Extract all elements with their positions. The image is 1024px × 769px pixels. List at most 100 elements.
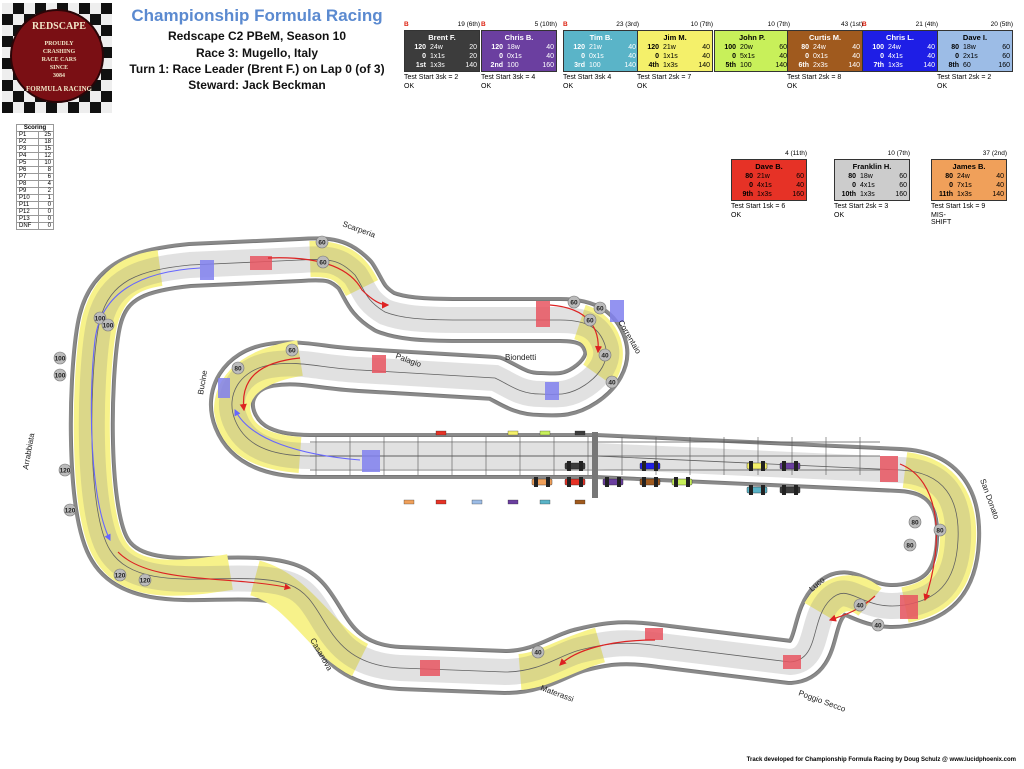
driver-stat-cell: 40 bbox=[796, 182, 804, 189]
driver-stat-cell: 80 bbox=[745, 173, 753, 180]
driver-stat-cell: 20w bbox=[740, 44, 753, 51]
driver-stat-cell: 0 bbox=[949, 182, 953, 189]
driver-stat-cell: 80 bbox=[945, 173, 953, 180]
brake-zone bbox=[536, 301, 550, 327]
speed-marker-dot bbox=[231, 361, 245, 375]
corner-label: San Donato bbox=[978, 478, 1001, 521]
speed-marker: 60 bbox=[567, 295, 581, 309]
racing-line bbox=[117, 551, 292, 591]
logo-text: RACE CARS bbox=[41, 57, 77, 63]
speed-marker-dot bbox=[53, 351, 67, 365]
speed-marker-value: 100 bbox=[95, 316, 106, 323]
driver-stat-cell: 60 bbox=[779, 44, 787, 51]
race-car bbox=[746, 485, 768, 495]
speed-marker: 60 bbox=[316, 255, 330, 269]
driver-stat-cell: 0 bbox=[749, 182, 753, 189]
test-start: Test Start 3sk = 4 bbox=[481, 74, 536, 81]
test-start: Test Start 2sk = 2 bbox=[937, 74, 992, 81]
car-wheel bbox=[534, 477, 538, 487]
corner-label: Scarperia bbox=[341, 219, 377, 239]
driver-stat-cell: 6th bbox=[798, 62, 810, 69]
racing-line bbox=[828, 595, 876, 622]
finish-line bbox=[592, 432, 598, 498]
driver-stat-cell: 24w bbox=[430, 44, 443, 51]
brake-zone bbox=[900, 595, 918, 619]
driver-stat-cell: 10th bbox=[841, 191, 856, 198]
speed-marker: 40 bbox=[531, 645, 545, 659]
pit-car-body bbox=[574, 430, 586, 436]
start-result: MIS-SHIFT bbox=[931, 212, 952, 226]
race-car bbox=[779, 461, 801, 471]
car-wheel bbox=[642, 477, 646, 487]
racing-line bbox=[899, 463, 938, 602]
speed-marker-dot bbox=[316, 255, 330, 269]
car-wheel bbox=[686, 477, 690, 487]
driver-stat-cell: 5th bbox=[725, 62, 737, 69]
start-result: OK bbox=[404, 83, 415, 90]
test-start: Test Start 3sk = 2 bbox=[404, 74, 459, 81]
speed-marker: 120 bbox=[138, 573, 152, 587]
speed-marker-dot bbox=[903, 538, 917, 552]
driver-points: 23 (3rd) bbox=[616, 21, 639, 28]
speed-marker-value: 60 bbox=[288, 348, 296, 355]
speed-marker-dot bbox=[138, 573, 152, 587]
driver-stat-cell: 3rd bbox=[574, 62, 585, 69]
driver-stat-cell: 2x3s bbox=[813, 62, 828, 69]
driver-stat-cell: 1x1s bbox=[663, 53, 678, 60]
driver-stat-cell: 0 bbox=[880, 53, 884, 60]
season-line: Redscape C2 PBeM, Season 10 bbox=[167, 29, 347, 43]
race-car bbox=[602, 477, 624, 487]
speed-marker-dot bbox=[315, 235, 329, 249]
corner-zone bbox=[249, 560, 369, 677]
driver-stat-cell: 140 bbox=[848, 62, 860, 69]
driver-stat-cell: 100 bbox=[740, 62, 752, 69]
driver-stat-cell: 1st bbox=[415, 62, 426, 69]
pit-car bbox=[435, 430, 447, 436]
corner-label: Poggio Secco bbox=[797, 688, 847, 714]
logo-text: REDSCAPE bbox=[32, 21, 86, 32]
speed-marker: 80 bbox=[903, 538, 917, 552]
start-result: OK bbox=[563, 83, 574, 90]
speed-marker-value: 40 bbox=[534, 650, 542, 657]
speed-marker: 120 bbox=[63, 503, 77, 517]
driver-stat-cell: 40 bbox=[628, 44, 636, 51]
speed-marker-value: 40 bbox=[601, 353, 609, 360]
scoring-points: 0 bbox=[38, 222, 54, 230]
car-wheel bbox=[617, 477, 621, 487]
driver-stat-cell: 140 bbox=[624, 62, 636, 69]
start-grid bbox=[310, 432, 880, 498]
pit-car-body bbox=[507, 430, 519, 436]
driver-stat-cell: 60 bbox=[899, 173, 907, 180]
speed-marker-dot bbox=[583, 313, 597, 327]
driver-stat-cell: 24w bbox=[888, 44, 901, 51]
driver-stat-cell: 40 bbox=[852, 53, 860, 60]
driver-name: Brent F. bbox=[428, 33, 456, 42]
driver-flag: B bbox=[563, 21, 568, 28]
driver-stat-cell: 140 bbox=[698, 62, 710, 69]
driver-points: 43 (1st) bbox=[840, 21, 863, 28]
driver-stat-cell: 1x3s bbox=[757, 191, 772, 198]
logo-text: CRASHING bbox=[42, 49, 76, 55]
logo-text: FORMULA RACING bbox=[26, 85, 92, 93]
driver-flag: B bbox=[404, 21, 409, 28]
driver-stat-cell: 7th bbox=[873, 62, 885, 69]
driver-stat-cell: 100 bbox=[507, 62, 519, 69]
speed-marker-dot bbox=[567, 295, 581, 309]
driver-name: Chris L. bbox=[886, 33, 914, 42]
driver-stat-cell: 60 bbox=[1002, 44, 1010, 51]
corner-zone bbox=[804, 575, 882, 623]
brake-zone bbox=[420, 660, 440, 676]
